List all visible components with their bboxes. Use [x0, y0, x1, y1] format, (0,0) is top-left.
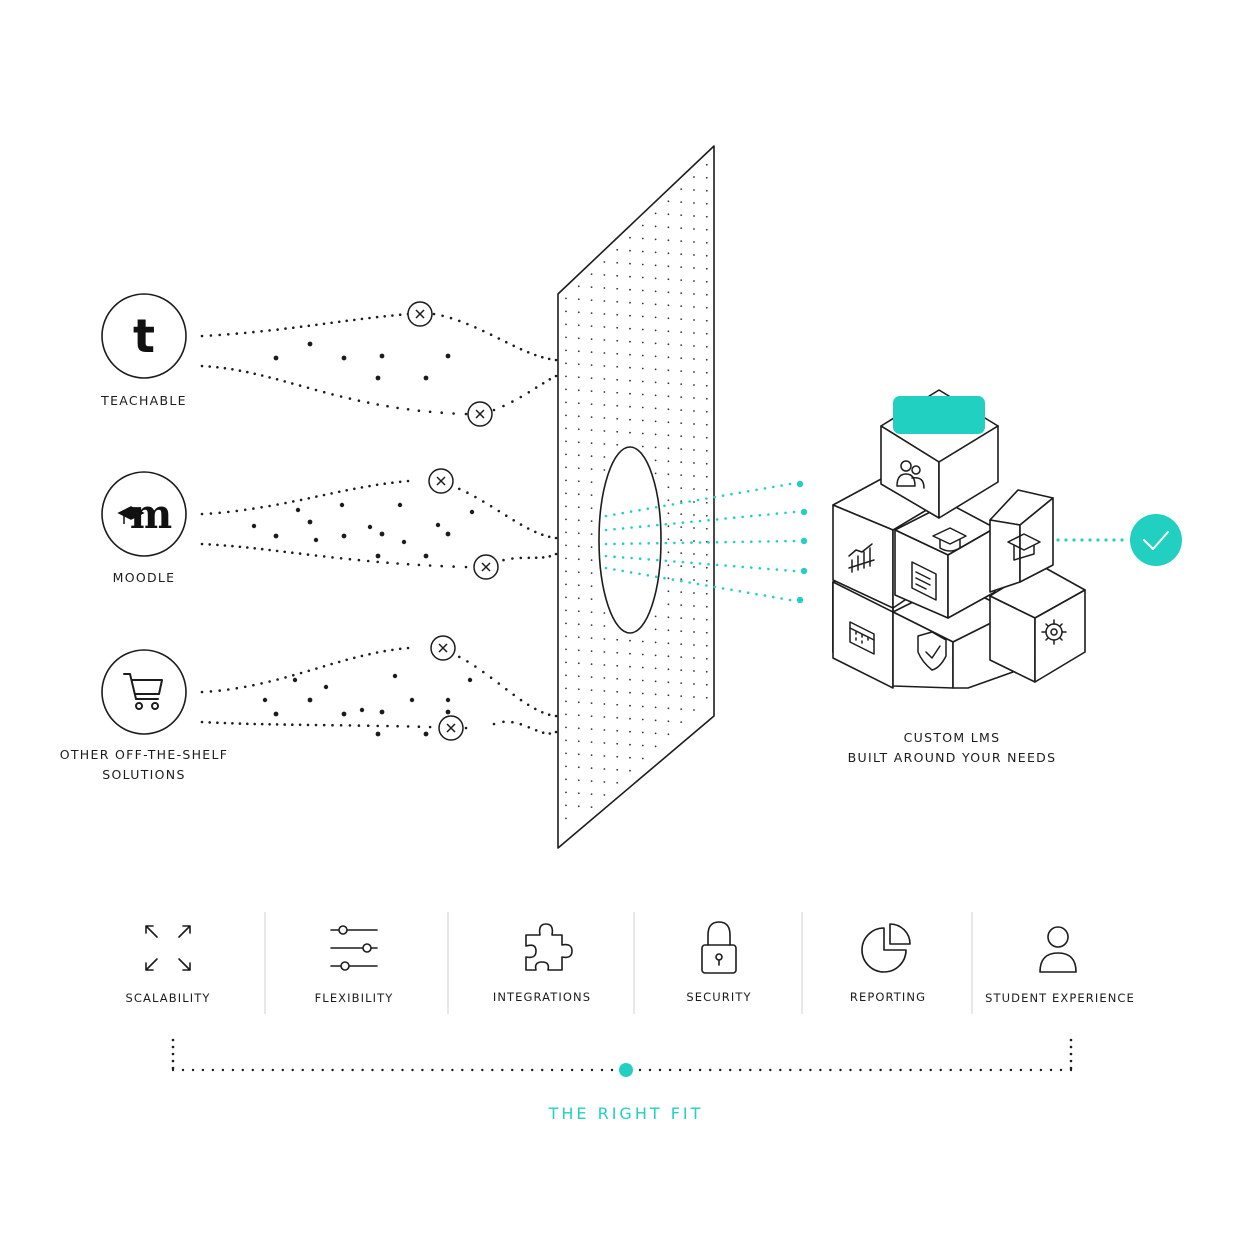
- user-icon: [1039, 926, 1077, 973]
- filter-panel: [557, 145, 715, 849]
- reject-markers: [407, 301, 499, 741]
- moodle-letter: m: [129, 491, 173, 538]
- check-mark: [1143, 531, 1169, 550]
- cube-settings: [989, 564, 1086, 683]
- right-fit-bracket: [171, 1038, 1073, 1072]
- teal-flow: [604, 480, 1124, 604]
- filter-opening: [598, 446, 662, 634]
- shield-check-icon: [917, 631, 947, 671]
- expand-arrows-icon: [145, 925, 191, 971]
- shopping-cart-icon: [123, 673, 163, 710]
- x-mark: [436, 476, 446, 486]
- source-label-moodle: MOODLE: [112, 570, 176, 585]
- moodle-logo-icon: [101, 471, 187, 557]
- dotted-paths: [200, 312, 558, 737]
- gear-icon: [1041, 619, 1067, 645]
- pie-chart-icon: [861, 923, 911, 973]
- accent-tile: [893, 396, 985, 434]
- feature-label-reporting: REPORTING: [849, 990, 927, 1004]
- document-icon: [911, 561, 937, 601]
- x-mark: [415, 309, 425, 319]
- teachable-letter: t: [133, 309, 155, 363]
- right-fit-marker: [619, 1063, 633, 1077]
- calendar-icon: [849, 621, 875, 655]
- mortarboard-icon: [117, 506, 145, 524]
- puzzle-piece-icon: [525, 923, 573, 971]
- feature-label-integrations: INTEGRATIONS: [492, 990, 592, 1004]
- feature-dividers: [264, 912, 973, 1014]
- result-label-line1: CUSTOM LMS: [903, 730, 1001, 745]
- source-label-other-line1: OTHER OFF-THE-SHELF: [59, 747, 229, 762]
- feature-label-flexibility: FLEXIBILITY: [314, 991, 394, 1005]
- teachable-logo-icon: [101, 293, 187, 379]
- bar-chart-icon: [848, 543, 875, 573]
- users-icon: [896, 460, 925, 489]
- right-fit-label: THE RIGHT FIT: [548, 1104, 704, 1123]
- check-circle-icon: [1130, 514, 1182, 566]
- graduation-cap-icon-2: [1007, 533, 1041, 561]
- padlock-icon: [701, 921, 737, 974]
- source-label-teachable: TEACHABLE: [101, 393, 187, 408]
- feature-label-security: SECURITY: [686, 990, 752, 1004]
- x-mark: [481, 562, 491, 572]
- source-label-other-line2: SOLUTIONS: [102, 767, 186, 782]
- x-mark: [438, 643, 448, 653]
- sliders-icon: [330, 925, 378, 971]
- result-label-line2: BUILT AROUND YOUR NEEDS: [847, 750, 1057, 765]
- feature-label-student-experience: STUDENT EXPERIENCE: [985, 991, 1135, 1005]
- x-mark: [446, 723, 456, 733]
- graduation-cap-icon: [932, 527, 967, 552]
- feature-label-scalability: SCALABILITY: [125, 991, 211, 1005]
- x-mark: [475, 409, 485, 419]
